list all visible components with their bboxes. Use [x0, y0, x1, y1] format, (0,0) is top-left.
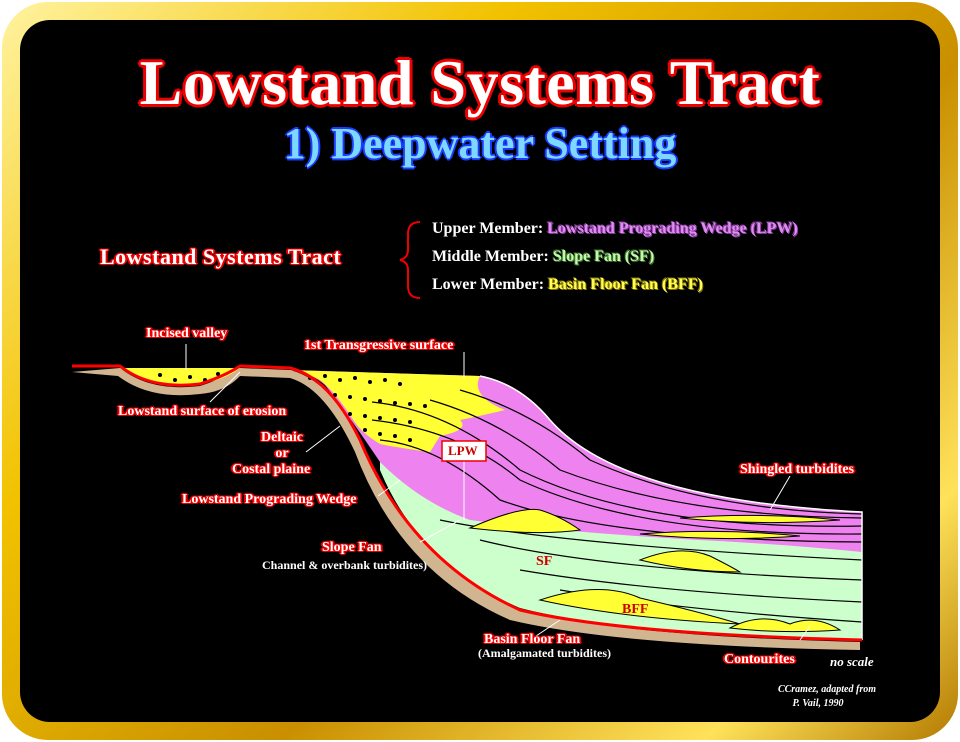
label-sf: SF — [536, 554, 553, 569]
lpw-box-label: LPW — [448, 443, 478, 458]
legend-middle: Middle Member: Slope Fan (SF) — [432, 248, 654, 266]
slope-fan-mound — [468, 508, 582, 534]
legend-lower: Lower Member: Basin Floor Fan (BFF) — [432, 276, 703, 294]
lower-member-value: Basin Floor Fan (BFF) — [548, 276, 703, 293]
legend-upper: Upper Member: Lowstand Prograding Wedge … — [432, 220, 798, 238]
lpw-box — [441, 440, 487, 462]
legend-brace — [399, 221, 421, 299]
label-basin-floor-fan: Basin Floor Fan — [484, 632, 581, 647]
label-contourites: Contourites — [724, 652, 795, 667]
middle-member-label: Middle Member: — [432, 248, 549, 265]
credit-line1: CCramez, adapted from — [777, 684, 876, 695]
mid-mound — [638, 550, 742, 573]
label-slope-fan-sub: Channel & overbank turbidites) — [262, 558, 428, 572]
label-no-scale: no scale — [830, 654, 874, 669]
legend-tract-label: Lowstand Systems Tract — [100, 244, 342, 269]
upper-member-label: Upper Member: — [432, 220, 544, 237]
shingled-lens1 — [679, 514, 841, 524]
label-incised-valley: Incised valley — [146, 326, 228, 341]
label-erosion-surface: Lowstand surface of erosion — [118, 404, 287, 419]
label-transgressive-surface: 1st Transgressive surface — [304, 338, 454, 353]
label-bff: BFF — [622, 602, 649, 617]
shingled-lens2 — [639, 530, 801, 540]
label-basin-floor-sub: (Amalgamated turbidites) — [478, 646, 611, 660]
credit-line2: P. Vail, 1990 — [792, 698, 844, 709]
page-title: Lowstand Systems Tract — [139, 47, 821, 118]
label-lpw-wedge: Lowstand Prograding Wedge — [182, 492, 357, 507]
section-shadow — [72, 368, 860, 650]
label-slope-fan: Slope Fan — [322, 540, 382, 555]
coastal-plain-deposit — [290, 370, 505, 452]
lower-member-label: Lower Member: — [432, 276, 545, 293]
bff-mound — [538, 588, 741, 625]
leader-lines — [185, 344, 811, 641]
upper-member-value: Lowstand Prograding Wedge (LPW) — [547, 220, 798, 237]
contourite-mound — [728, 618, 842, 633]
label-costal-plaine: Costal plaine — [232, 462, 311, 477]
label-shingled-turbidites: Shingled turbidites — [740, 462, 854, 477]
middle-member-value: Slope Fan (SF) — [552, 248, 655, 265]
label-or: or — [275, 446, 289, 461]
page-subtitle: 1) Deepwater Setting — [283, 119, 677, 168]
label-deltaic: Deltaic — [261, 430, 303, 445]
section-outline — [479, 375, 863, 640]
unconformity-line — [72, 364, 863, 642]
